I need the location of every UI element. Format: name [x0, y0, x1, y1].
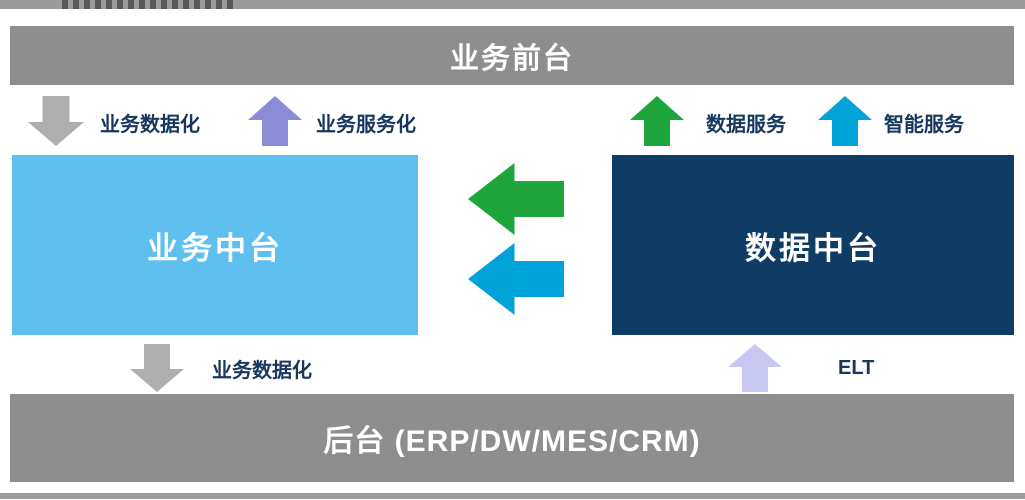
back-office-label: 后台 (ERP/DW/MES/CRM) — [323, 425, 701, 458]
data-service-arrow — [630, 96, 684, 146]
business-datafication-top-arrow — [28, 96, 84, 146]
data-service-label: 数据服务 — [706, 113, 786, 136]
intelligent-service-arrow — [818, 96, 872, 146]
business-middle-platform-box: 业务中台 — [12, 155, 418, 335]
data-middle-platform-label: 数据中台 — [745, 230, 881, 266]
front-office-label: 业务前台 — [449, 42, 574, 75]
data-middle-platform-box: 数据中台 — [612, 155, 1014, 335]
left-arrow-icon — [468, 163, 564, 235]
business-datafication-bottom-label: 业务数据化 — [212, 359, 312, 382]
intelligent-service-label: 智能服务 — [884, 113, 964, 136]
top-edge-artifact — [0, 0, 1025, 9]
back-office-banner: 后台 (ERP/DW/MES/CRM) — [10, 394, 1014, 482]
up-arrow-icon — [630, 96, 684, 146]
elt-arrow — [728, 344, 782, 392]
up-arrow-icon — [818, 96, 872, 146]
bottom-edge-artifact — [0, 493, 1025, 499]
data-to-business-secondary-arrow — [468, 243, 564, 315]
down-arrow-icon — [130, 344, 184, 392]
business-datafication-top-label: 业务数据化 — [100, 113, 200, 136]
front-office-banner: 业务前台 — [10, 26, 1014, 85]
up-arrow-icon — [728, 344, 782, 392]
business-servicification-arrow — [248, 96, 302, 146]
left-arrow-icon — [468, 243, 564, 315]
business-middle-platform-label: 业务中台 — [147, 230, 283, 266]
elt-label: ELT — [838, 356, 875, 379]
business-servicification-label: 业务服务化 — [316, 113, 416, 136]
up-arrow-icon — [248, 96, 302, 146]
data-to-business-primary-arrow — [468, 163, 564, 235]
cropped-text-artifact — [62, 0, 237, 9]
business-datafication-bottom-arrow — [130, 344, 184, 392]
down-arrow-icon — [28, 96, 84, 146]
